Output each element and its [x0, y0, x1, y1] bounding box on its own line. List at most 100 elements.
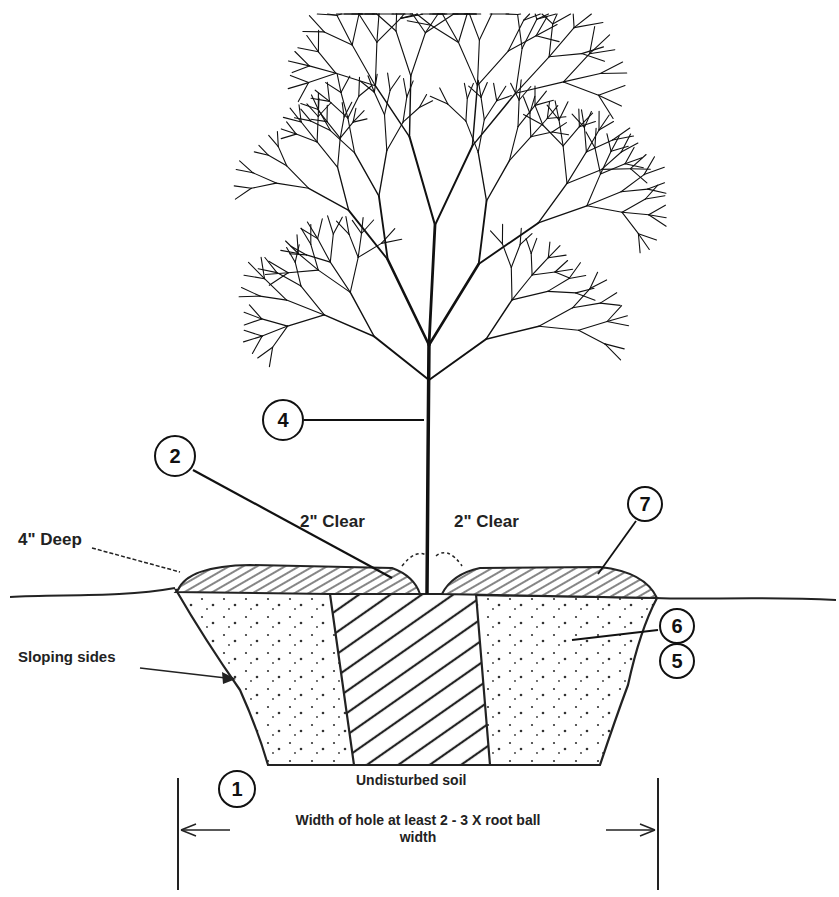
tree-branch	[410, 137, 436, 225]
tree-branch	[309, 66, 336, 73]
tree-branch	[600, 62, 622, 73]
tree-branch	[494, 83, 497, 100]
tree-branch	[622, 212, 649, 215]
tree-branch	[273, 326, 288, 347]
tree-branch	[352, 220, 361, 233]
tree-branch	[518, 100, 519, 127]
tree-branch	[649, 215, 667, 218]
tree-branch	[526, 239, 531, 254]
ground-line	[655, 598, 836, 600]
tree-branch	[524, 14, 530, 20]
tree-branch	[239, 296, 260, 298]
tree-branch	[548, 291, 576, 293]
mulch-hatch	[442, 567, 657, 598]
tree-branch	[307, 255, 331, 262]
tree-branch	[281, 129, 296, 134]
tree-branch	[337, 74, 341, 92]
clearance-label: 2" Clear	[300, 512, 365, 532]
clearance-arc	[436, 553, 462, 566]
tree-branch	[535, 91, 546, 105]
dimension-tick	[177, 778, 179, 890]
tree-branch	[509, 127, 518, 161]
tree-branch	[472, 93, 515, 146]
tree-branch	[553, 14, 557, 24]
tree-branch	[235, 188, 251, 199]
tree-branch	[574, 23, 603, 28]
tree-branch	[587, 206, 622, 213]
tree-branch	[344, 102, 352, 117]
tree-branch	[288, 270, 318, 273]
tree-branch	[269, 135, 279, 146]
tree-branch	[497, 86, 506, 101]
tree-branch	[327, 122, 340, 139]
tree-branch	[375, 42, 377, 85]
tree-branch	[548, 279, 569, 292]
tree-branch	[337, 221, 350, 234]
tree-branch	[648, 183, 665, 189]
tree-branch	[543, 125, 563, 146]
tree-branch	[564, 82, 599, 95]
tree-branch	[622, 212, 638, 233]
tree-branch	[587, 174, 601, 206]
tree-branch	[336, 73, 375, 85]
tree-branch	[318, 98, 320, 116]
tree-branch	[258, 269, 277, 273]
tree-branch	[330, 234, 333, 262]
tree-branch	[470, 14, 480, 40]
tree-branch	[535, 106, 543, 125]
tree-branch	[317, 117, 318, 142]
tree-branch	[410, 76, 411, 137]
tree-branch	[333, 217, 342, 234]
tree-branch	[350, 257, 358, 292]
tree-branch	[387, 122, 403, 150]
callout-number: 6	[659, 608, 695, 644]
tree-branch	[538, 206, 587, 223]
mulch-layer	[176, 565, 420, 594]
tree-branch	[413, 14, 426, 33]
tree-branch	[390, 76, 400, 91]
tree-branch	[531, 253, 533, 275]
tree-branch	[242, 288, 261, 297]
tree-branch	[318, 52, 336, 74]
tree-branch	[490, 13, 492, 14]
tree-branch	[605, 344, 624, 349]
tree-branch	[374, 337, 429, 381]
tree-branch	[433, 13, 438, 14]
tree-branch	[269, 273, 288, 286]
tree-branch	[283, 117, 301, 122]
tree-branch	[579, 330, 605, 344]
tree-branch	[582, 54, 605, 62]
tree-branch	[599, 115, 609, 130]
backfill-soil	[176, 590, 657, 765]
tree-branch	[600, 303, 620, 305]
tree-branch	[309, 16, 324, 32]
tree-branch	[358, 234, 361, 258]
tree-branch	[553, 14, 571, 24]
tree-branch	[244, 330, 262, 336]
tree-branch	[595, 128, 596, 148]
tree-branch	[631, 155, 647, 169]
tree-crown	[234, 14, 666, 380]
tree-branch	[298, 48, 319, 52]
tree-branch	[466, 121, 478, 152]
tree-branch	[362, 220, 374, 234]
tree-branch	[430, 96, 448, 104]
tree-branch	[578, 109, 580, 127]
callout-text: 6	[671, 616, 682, 636]
tree-branch	[563, 146, 567, 184]
callout-number: 2	[154, 435, 196, 477]
tree-branch	[425, 14, 453, 33]
ground-line	[10, 588, 175, 597]
tree-branch	[317, 142, 338, 167]
root-ball-hatch	[330, 594, 490, 765]
tree-branch	[352, 13, 359, 14]
tree-branch	[579, 113, 592, 127]
mulch-layer	[442, 567, 657, 598]
tree-branch	[330, 131, 354, 153]
tree-branch	[374, 92, 384, 115]
tree-branch	[442, 14, 458, 43]
tree-branch	[388, 73, 391, 90]
tree-branch	[484, 101, 496, 120]
tree-branch	[359, 13, 377, 14]
tree-branch	[352, 14, 359, 45]
